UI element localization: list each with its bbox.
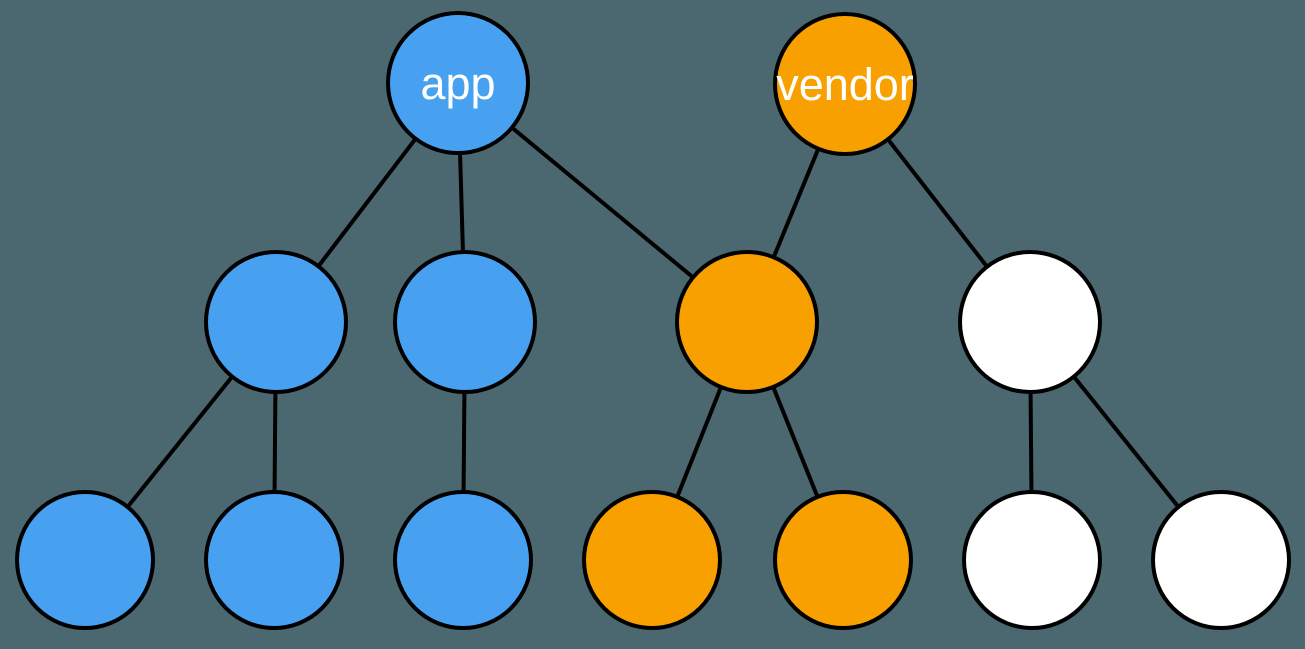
node-app-leaf-1 (15, 490, 155, 630)
node-vendor-leaf-2 (1151, 490, 1291, 630)
node-app-leaf-2 (204, 490, 344, 630)
nodes-layer (15, 11, 1291, 630)
node-vendor (773, 12, 917, 156)
node-shared-leaf-2 (773, 490, 913, 630)
node-app-mid-1 (204, 250, 348, 394)
node-app-mid-2 (393, 250, 537, 394)
node-app-leaf-3 (393, 490, 533, 630)
node-vendor-leaf-1 (962, 490, 1102, 630)
node-vendor-mid (958, 250, 1102, 394)
node-shared-leaf-1 (582, 490, 722, 630)
node-app (386, 11, 530, 155)
node-shared-mid (675, 250, 819, 394)
